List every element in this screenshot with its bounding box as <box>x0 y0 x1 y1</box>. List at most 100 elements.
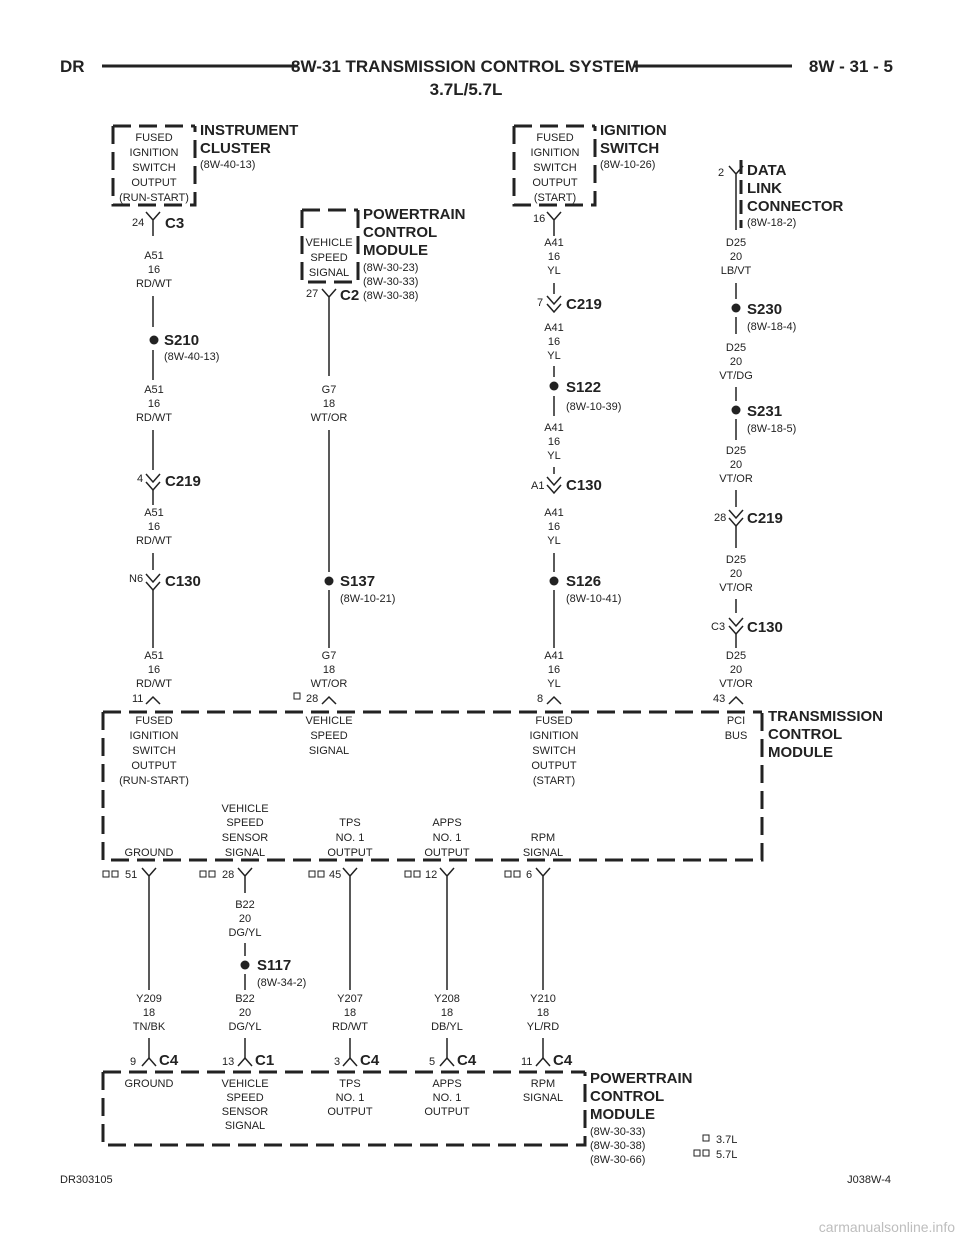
circuit-a41: A41 16 YL 7 C219 A41 16 YL S122 (8W-10-3… <box>531 237 621 705</box>
label-top_components-ign_switch-title2: SWITCH <box>600 140 659 157</box>
label-col4-w5-1: 20 <box>730 664 742 676</box>
label-col4-w3-2: VT/OR <box>719 473 753 485</box>
label-pcm_bottom-labels-e-1: SIGNAL <box>523 1092 563 1104</box>
cluster-label-1: FUSED <box>135 132 172 144</box>
label-pcm_bottom-refs-2: (8W-30-66) <box>590 1154 645 1166</box>
label-lower-conns-1-pin: 13 <box>222 1056 234 1068</box>
label-col4-splice1-ref: (8W-18-4) <box>747 321 796 333</box>
label-tcm-bottom_labels-b-3: SIGNAL <box>225 847 265 859</box>
cluster-title-2: CLUSTER <box>200 140 271 157</box>
label-pcm_bottom-labels-b-2: SENSOR <box>222 1106 269 1118</box>
label-top_components-dlc-ref: (8W-18-2) <box>747 217 796 229</box>
footer-left: DR303105 <box>60 1174 113 1186</box>
label-top_components-pcm_top-conn: C2 <box>340 287 359 304</box>
label-lower-apps_wire-0: Y208 <box>434 993 460 1005</box>
label-tcm-bottom_pins-1: 28 <box>222 869 234 881</box>
header-subtitle: 3.7L/5.7L <box>430 80 503 99</box>
label-col3-w3-1: 16 <box>548 436 560 448</box>
label-top_components-pcm_top-refs-0: (8W-30-23) <box>363 262 418 274</box>
label-top_components-pcm_top-lines-0: VEHICLE <box>305 237 352 249</box>
label-lower-conns-0-pin: 9 <box>130 1056 136 1068</box>
label-col3-w1-2: YL <box>547 265 560 277</box>
label-legend-double: 5.7L <box>716 1149 737 1161</box>
cluster-label-3: SWITCH <box>132 162 175 174</box>
label-pcm_bottom-title3: MODULE <box>590 1106 655 1123</box>
label-top_components-ign_switch-lines-0: FUSED <box>536 132 573 144</box>
watermark: carmanualsonline.info <box>819 1219 955 1235</box>
label-tcm-bottom_labels-d-0: APPS <box>432 817 461 829</box>
label-pcm_bottom-labels-d-0: APPS <box>432 1078 461 1090</box>
label-top_components-dlc-title2: LINK <box>747 180 782 197</box>
label-col3-w1-1: 16 <box>548 251 560 263</box>
label-tcm-bottom_labels-c-1: NO. 1 <box>336 832 365 844</box>
splice-s230: S230 <box>747 301 782 318</box>
splice-s137: S137 <box>340 573 375 590</box>
label-col3-w5-1: 16 <box>548 664 560 676</box>
label-col2-w2-0: G7 <box>322 650 337 662</box>
connector-c4-rpm: C4 <box>553 1052 573 1069</box>
label-col3-c1-pin: 7 <box>537 297 543 309</box>
label-col3-w5-0: A41 <box>544 650 564 662</box>
label-lower-conns-4-pin: 11 <box>521 1056 532 1068</box>
label-col3-w3-0: A41 <box>544 422 564 434</box>
label-top_components-pcm_top-lines-2: SIGNAL <box>309 267 349 279</box>
splice-s231: S231 <box>747 403 782 420</box>
label-tcm-top_labels-a-1: IGNITION <box>130 730 179 742</box>
label-lower-apps_wire-1: 18 <box>441 1007 453 1019</box>
label-lower-vss_splice-ref: (8W-34-2) <box>257 977 306 989</box>
label-col2-w2-1: 18 <box>323 664 335 676</box>
label-tcm-top_labels-b-1: SPEED <box>310 730 347 742</box>
label-col4-w4-1: 20 <box>730 568 742 580</box>
ignition-switch: FUSED IGNITION SWITCH OUTPUT (START) IGN… <box>512 122 667 236</box>
transmission-control-module: TRANSMISSION CONTROL MODULE FUSED IGNITI… <box>101 708 883 862</box>
label-tcm-bottom_labels-b-1: SPEED <box>226 817 263 829</box>
label-lower-gnd_wire-0: Y209 <box>136 993 162 1005</box>
label-pcm_bottom-refs-1: (8W-30-38) <box>590 1140 645 1152</box>
label-col3-w4-1: 16 <box>548 521 560 533</box>
label-tcm-top_labels-c-4: (START) <box>533 775 575 787</box>
label-top_components-ign_switch-lines-3: OUTPUT <box>532 177 578 189</box>
page-footer: DR303105 J038W-4 <box>60 1174 891 1186</box>
label-tcm-top_labels-c-3: OUTPUT <box>531 760 577 772</box>
label-col1-w3-1: 16 <box>148 521 160 533</box>
label-pcm_bottom-labels-b-3: SIGNAL <box>225 1120 265 1132</box>
splice-s122: S122 <box>566 379 601 396</box>
label-tcm-bottom_labels-c-2: OUTPUT <box>327 847 373 859</box>
label-top_components-pcm_top-refs-2: (8W-30-38) <box>363 290 418 302</box>
label-legend-single: 3.7L <box>716 1134 737 1146</box>
label-tcm-title3: MODULE <box>768 744 833 761</box>
lower-circuits: B22 20 DG/YL S117 (8W-34-2) Y209 18 TN/B… <box>130 899 573 1069</box>
label-col3-splice1-ref: (8W-10-39) <box>566 401 621 413</box>
label-col3-w5-2: YL <box>547 678 560 690</box>
label-top_components-pcm_top-refs-1: (8W-30-33) <box>363 276 418 288</box>
label-col2-w1-0: G7 <box>322 384 337 396</box>
label-top_components-ign_switch-pin: 16 <box>533 213 545 225</box>
label-lower-tps_wire-1: 18 <box>344 1007 356 1019</box>
label-tcm-top_labels-b-0: VEHICLE <box>305 715 352 727</box>
label-top_components-pcm_top-lines-1: SPEED <box>310 252 347 264</box>
label-tcm-top_labels-a-0: FUSED <box>135 715 172 727</box>
label-col4-w2-0: D25 <box>726 342 746 354</box>
label-col1-w4-0: A51 <box>144 650 164 662</box>
header-left: DR <box>60 57 85 76</box>
label-lower-vss_w2-0: B22 <box>235 993 255 1005</box>
label-pcm_bottom-labels-d-2: OUTPUT <box>424 1106 470 1118</box>
label-tcm-top_labels-c-1: IGNITION <box>530 730 579 742</box>
label-col4-w3-0: D25 <box>726 445 746 457</box>
label-pcm_bottom-labels-b-0: VEHICLE <box>221 1078 268 1090</box>
label-col3-w2-1: 16 <box>548 336 560 348</box>
label-lower-conns-2-pin: 3 <box>334 1056 340 1068</box>
cluster-label-2: IGNITION <box>130 147 179 159</box>
label-tcm-top_labels-c-0: FUSED <box>535 715 572 727</box>
connector-c219-col3: C219 <box>566 296 602 313</box>
cluster-label-5: (RUN-START) <box>119 192 189 204</box>
data-link-connector: 2 DATA LINK CONNECTOR (8W-18-2) <box>718 160 844 230</box>
circuit-d25: D25 20 LB/VT S230 (8W-18-4) D25 20 VT/DG… <box>711 237 796 705</box>
page-header: DR 8W-31 TRANSMISSION CONTROL SYSTEM 8W … <box>60 57 893 99</box>
connector-c219-col1: C219 <box>165 473 201 490</box>
label-col4-w1-2: LB/VT <box>721 265 752 277</box>
label-lower-gnd_wire-2: TN/BK <box>133 1021 166 1033</box>
label-col4-w2-2: VT/DG <box>719 370 753 382</box>
connector-c130-col1: C130 <box>165 573 201 590</box>
label-col4-w1-0: D25 <box>726 237 746 249</box>
